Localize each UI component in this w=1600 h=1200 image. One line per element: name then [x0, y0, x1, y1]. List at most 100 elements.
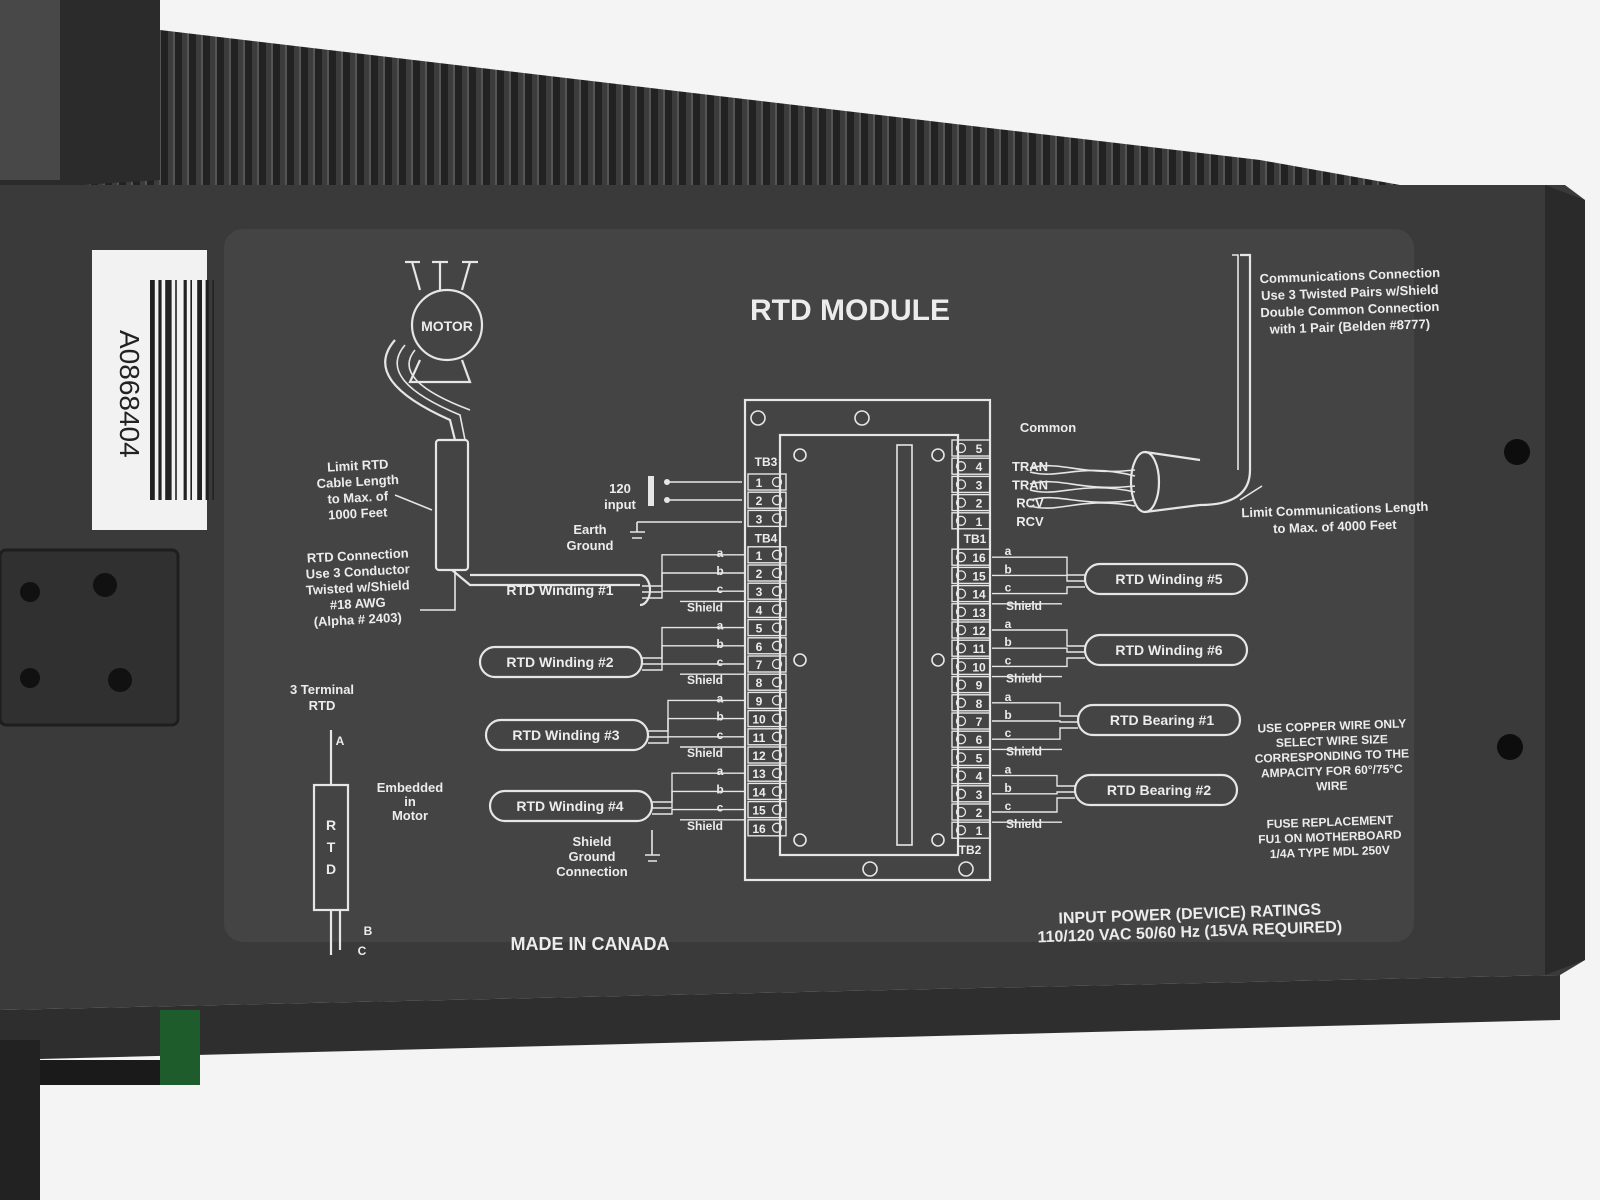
terminal-cell	[747, 709, 787, 728]
terminal-number: 2	[976, 806, 983, 820]
terminal-screw	[955, 825, 967, 836]
motor-symbol: MOTOR	[405, 260, 484, 384]
wire-letter: c	[1005, 653, 1012, 667]
winding-box	[488, 789, 654, 823]
terminal-number: 2	[976, 497, 983, 511]
mount-hole	[1504, 439, 1530, 465]
terminal-cell	[747, 600, 787, 619]
label-text: #18 AWG	[329, 595, 386, 613]
label-text: Limit RTD	[327, 456, 389, 474]
wire-letter: b	[1004, 562, 1011, 576]
terminal-cell	[951, 566, 991, 585]
wire-letter: b	[716, 637, 723, 651]
tb1-label: TB1	[964, 532, 987, 546]
wire-letter: a	[1005, 544, 1012, 558]
wire-letter: b	[716, 782, 723, 796]
label-text: Use 3 Conductor	[305, 561, 410, 581]
terminal-number: 13	[972, 606, 986, 620]
wire-letter: b	[1004, 708, 1011, 722]
wire-letter: c	[717, 582, 724, 596]
terminal-screw	[771, 604, 783, 615]
label-text: Motor	[392, 808, 428, 823]
terminal-number: 14	[752, 785, 766, 799]
terminal-screw	[955, 570, 967, 581]
terminal-cell	[747, 782, 787, 801]
terminal-number: 11	[753, 731, 766, 745]
label-text: to Max. of	[327, 488, 389, 506]
terminal-number: 11	[973, 642, 986, 656]
terminal-number: 15	[972, 569, 986, 583]
terminal-number: 15	[752, 804, 766, 818]
label-text: AMPACITY FOR 60°/75°C	[1261, 762, 1404, 781]
bracket-hole	[20, 582, 40, 602]
barcode-bar	[190, 280, 192, 500]
rtd-letter: R	[326, 817, 336, 833]
bottom-left-shadow	[0, 1040, 40, 1200]
terminal-screw	[771, 731, 783, 742]
terminal-number: 1	[976, 824, 983, 838]
terminal-cell	[951, 603, 991, 621]
heatsink-fins	[0, 0, 1400, 190]
shield-label: Shield	[687, 673, 723, 687]
terminal-number: 12	[752, 749, 766, 763]
rtd-letter: T	[327, 839, 336, 855]
wire-letter: a	[717, 691, 724, 705]
terminal-cell	[951, 748, 991, 767]
terminal-cell	[747, 800, 787, 819]
terminal-number: 3	[756, 585, 763, 599]
terminal-screw	[771, 476, 783, 488]
terminal-number: 8	[756, 676, 763, 690]
mount-hole	[1497, 734, 1523, 760]
winding-label: RTD Winding #3	[512, 727, 619, 743]
terminal-screw	[771, 513, 783, 524]
barcode-bar	[197, 280, 202, 500]
terminal-number: 1	[756, 476, 763, 490]
terminal-screw	[955, 479, 967, 490]
winding-box	[478, 645, 644, 679]
comm-terminal-label: Common	[1020, 420, 1076, 435]
terminal-screw	[955, 588, 967, 599]
label-text: Double Common Connection	[1260, 299, 1440, 320]
terminal-screw	[955, 624, 967, 636]
label-text: input	[604, 497, 636, 512]
label-text: WIRE	[1316, 778, 1348, 793]
terminal-screw	[955, 715, 967, 727]
terminal-cell	[747, 546, 787, 564]
terminal-screw	[771, 822, 783, 833]
winding-label: RTD Winding #1	[506, 582, 613, 598]
terminal-cell	[747, 564, 787, 582]
wire-letter: b	[716, 564, 723, 578]
terminal-screw	[771, 495, 783, 506]
winding-label: RTD Bearing #1	[1110, 712, 1214, 728]
wire-letter: a	[717, 764, 724, 778]
label-text: Twisted w/Shield	[306, 577, 410, 597]
terminal-screw	[771, 640, 783, 651]
terminal-cell	[747, 637, 787, 655]
bracket-screw	[93, 573, 117, 597]
rtd-terminal-a: A	[336, 734, 345, 748]
label-text: 1/4A TYPE MDL 250V	[1270, 843, 1390, 861]
terminal-screw	[955, 497, 967, 508]
terminal-screw	[771, 658, 783, 670]
terminal-number: 4	[976, 460, 983, 474]
terminal-cell	[951, 493, 991, 512]
comm-cable	[1199, 253, 1252, 507]
terminal-cell	[951, 457, 991, 475]
terminal-number: 10	[752, 713, 766, 727]
label-text: 120	[609, 481, 631, 496]
terminal-screw	[955, 515, 967, 526]
terminal-number: 7	[756, 658, 763, 672]
terminal-number: 5	[976, 442, 983, 456]
terminal-number: 16	[972, 551, 986, 565]
terminal-screw	[771, 677, 783, 688]
motor-label: MOTOR	[421, 318, 473, 334]
wire-letter: c	[1005, 726, 1012, 740]
made-in-label: MADE IN CANADA	[511, 934, 670, 954]
